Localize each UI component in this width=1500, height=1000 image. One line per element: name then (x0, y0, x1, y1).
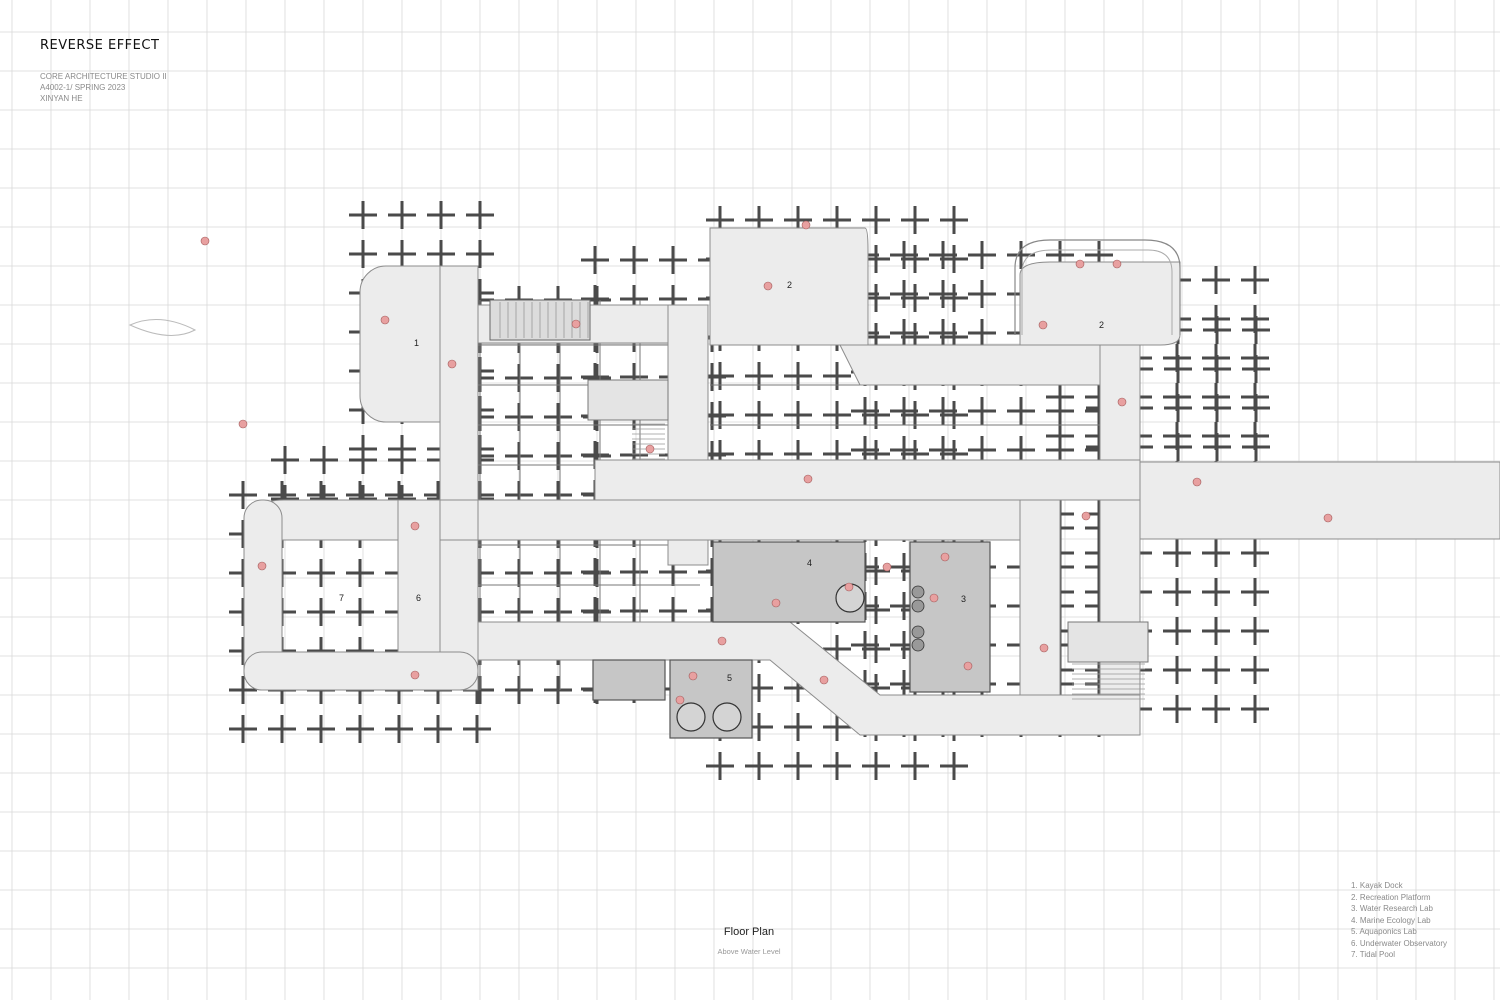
room-label-4: 4 (807, 558, 812, 568)
kayak-outline (128, 319, 197, 336)
equipment-tank (911, 599, 925, 613)
walkway-vertical-west (439, 265, 479, 691)
equipment-tank (911, 638, 925, 652)
stair-landing (587, 379, 669, 421)
walkway-main-east (594, 459, 1141, 501)
person-figure (1039, 643, 1049, 653)
drawing-caption: Floor Plan Above Water Level (649, 926, 849, 956)
person-figure (571, 319, 581, 329)
legend-item: 1. Kayak Dock (1351, 881, 1403, 890)
person-figure (1075, 259, 1085, 269)
drawing-subtitle: Above Water Level (717, 947, 781, 956)
person-figure (380, 315, 390, 325)
person-figure (1192, 477, 1202, 487)
person-figure (447, 359, 457, 369)
room-label-2b: 2 (1099, 320, 1104, 330)
person-figure (819, 675, 829, 685)
title-block: REVERSE EFFECT CORE ARCHITECTURE STUDIO … (40, 38, 167, 104)
walkway-pier-east (1139, 461, 1500, 540)
person-figure (771, 598, 781, 608)
equipment-tank (911, 585, 925, 599)
author-name: XINYAN HE (40, 94, 83, 103)
person-figure (929, 593, 939, 603)
walkway-tidal-divider (397, 499, 441, 653)
room-label-7: 7 (339, 593, 344, 603)
legend: 1. Kayak Dock 2. Recreation Platform 3. … (1351, 880, 1447, 961)
legend-item: 3. Water Research Lab (1351, 904, 1433, 913)
person-figure (803, 474, 813, 484)
water-tank (676, 702, 706, 732)
room-label-2a: 2 (787, 280, 792, 290)
walkway-main-west (477, 499, 1024, 541)
room-label-6: 6 (416, 593, 421, 603)
person-figure (1081, 511, 1091, 521)
plan-details (128, 239, 1181, 732)
legend-item: 6. Underwater Observatory (1351, 938, 1448, 948)
room-labels: 1 2 2 3 4 5 6 7 (339, 280, 1104, 683)
person-figure (963, 661, 973, 671)
room-label-3: 3 (961, 594, 966, 604)
project-meta: CORE ARCHITECTURE STUDIO II A4002-1/ SPR… (40, 71, 167, 104)
person-figure (1117, 397, 1127, 407)
person-figure (1323, 513, 1333, 523)
person-figure (801, 220, 811, 230)
legend-item: 5. Aquaponics Lab (1351, 927, 1417, 936)
canopy-outline-inner (1021, 249, 1173, 335)
person-figure (238, 419, 248, 429)
person-figure (763, 281, 773, 291)
drawing-title: Floor Plan (723, 926, 775, 938)
person-figure (257, 561, 267, 571)
person-figure (1112, 259, 1122, 269)
water-research-lab (909, 541, 991, 693)
walkway-east-inner (1019, 499, 1061, 696)
person-figure (844, 582, 854, 592)
person-figure (882, 562, 892, 572)
walkway-upper-east (839, 344, 1111, 386)
person-figure (410, 521, 420, 531)
recreation-platform-west (709, 227, 869, 346)
person-figure (645, 444, 655, 454)
course-name: CORE ARCHITECTURE STUDIO II (40, 72, 167, 81)
walkway-tidal-bottom (243, 651, 479, 691)
project-title: REVERSE EFFECT (40, 38, 160, 53)
person-figure (200, 236, 210, 246)
course-code: A4002-1/ SPRING 2023 (40, 83, 126, 92)
room-label-5: 5 (727, 673, 732, 683)
legend-item: 7. Tidal Pool (1351, 950, 1396, 959)
person-figure (688, 671, 698, 681)
room-label-1: 1 (414, 338, 419, 348)
marine-ecology-lab (712, 541, 866, 623)
water-tank (712, 702, 742, 732)
stair-landing-east (1067, 621, 1149, 663)
people-figures (200, 220, 1333, 705)
person-figure (675, 695, 685, 705)
person-figure (940, 552, 950, 562)
canopy-outline (1014, 239, 1181, 335)
equipment-tank (911, 625, 925, 639)
walkway-platforms (243, 227, 1500, 736)
legend-item: 2. Recreation Platform (1351, 892, 1431, 902)
recreation-platform-east (1019, 261, 1181, 346)
lab-blocks (489, 299, 1149, 739)
person-figure (717, 636, 727, 646)
person-figure (1038, 320, 1048, 330)
aquaponics-lab-west (592, 659, 666, 701)
legend-item: 4. Marine Ecology Lab (1351, 915, 1431, 925)
person-figure (410, 670, 420, 680)
walkway-diagonal-south (477, 621, 1141, 736)
